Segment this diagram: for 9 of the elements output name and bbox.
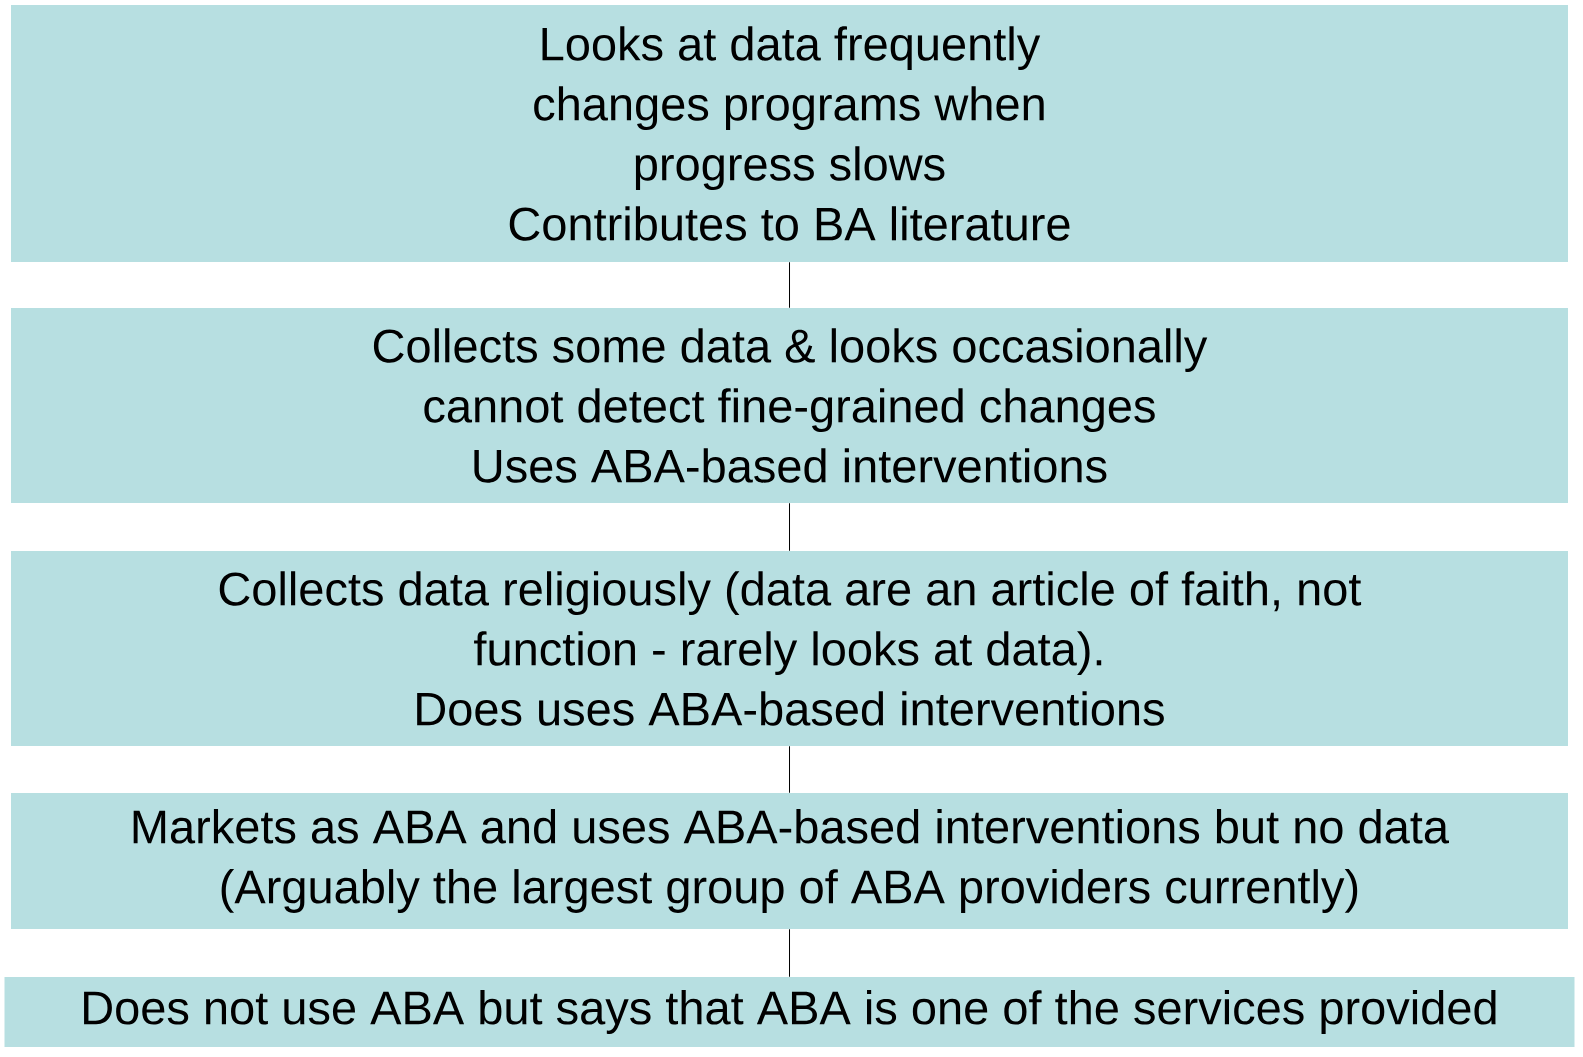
text-band: Looks at data frequently changes programs when progress slows Contributes to BA literature (11, 5, 1568, 262)
connector-line (789, 261, 790, 309)
connector-line (789, 928, 790, 978)
text-band: Markets as ABA and uses ABA-based interventions but no data (Arguably the largest group of ABA providers currently) (11, 793, 1568, 929)
connector-line (789, 502, 790, 552)
text-band: Collects data religiously (data are an article of faith, not function - rarely looks at data). Does uses ABA-based interventions (11, 551, 1568, 746)
text-band: Collects some data & looks occasionally cannot detect fine-grained changes Uses ABA-based interventions (11, 308, 1568, 503)
text-band: Does not use ABA but says that ABA is one of the services provided (4, 977, 1575, 1047)
connector-line (789, 745, 790, 794)
